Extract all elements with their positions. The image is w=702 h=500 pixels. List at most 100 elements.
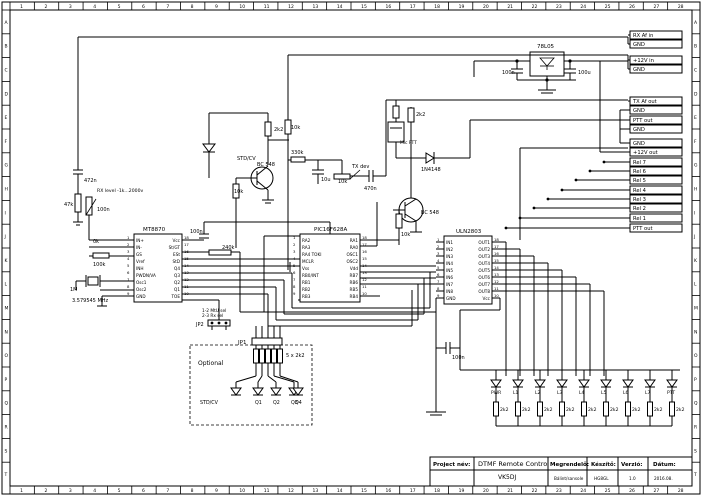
led-resistor-label: 2k2 xyxy=(588,407,597,413)
optional-label: Optional xyxy=(198,360,224,367)
column-index: 12 xyxy=(288,4,294,10)
connector-pin-label: GND xyxy=(633,42,645,48)
tb-date: 2016.08. xyxy=(654,476,673,481)
r-330k-label: 330k xyxy=(291,150,304,156)
column-index: 8 xyxy=(191,488,194,494)
column-index: 2 xyxy=(45,4,48,10)
mt-pin-name: IN- xyxy=(136,245,142,250)
column-index: 10 xyxy=(239,488,245,494)
column-index: 23 xyxy=(556,4,562,10)
tx-dev-label: TX dev xyxy=(351,164,369,170)
column-index: 3 xyxy=(69,4,72,10)
optional-resistor xyxy=(253,348,259,364)
pic-pin-name: RA2 xyxy=(302,238,311,243)
row-index: P xyxy=(694,377,697,383)
led-resistor-label: 2k2 xyxy=(610,407,619,413)
row-index: O xyxy=(5,353,9,359)
connector-pin-label: Rel 2 xyxy=(633,206,646,212)
connector-pin-label: Rel 5 xyxy=(633,178,646,184)
column-index: 1 xyxy=(20,488,23,494)
status-led-label: L5 xyxy=(601,390,607,396)
status-led xyxy=(490,379,502,388)
uln-pin-name: Vcc xyxy=(483,296,491,301)
pic-pin-name: Vss xyxy=(302,266,309,271)
tb-designer-label: Megrendelő: xyxy=(550,462,589,468)
uln-pin-name: OUT3 xyxy=(478,254,490,259)
mt-pin-name: Vref xyxy=(136,259,145,264)
uln-pin-name: OUT5 xyxy=(478,268,490,273)
jp2-note2: 2-3 Rx sel xyxy=(202,313,223,319)
rx-level-label: RX level -1k...2000v xyxy=(97,188,143,194)
row-index: B xyxy=(5,44,8,50)
uln-pin-name: IN7 xyxy=(446,282,453,287)
connector-pin-label: Rel 3 xyxy=(633,197,646,203)
mt-pin-name: GS xyxy=(136,252,142,257)
r-10k-d-label: 10k xyxy=(401,232,410,238)
connector-pin-label: GND xyxy=(633,127,645,133)
reg-cin-label: 100n xyxy=(502,70,515,76)
uln-pin-number: 18 xyxy=(494,237,499,242)
row-index: G xyxy=(5,163,9,169)
diode-label: 1N4148 xyxy=(421,167,441,173)
uln-pin-number: 6 xyxy=(437,272,440,277)
column-index: 15 xyxy=(361,488,367,494)
r-10k-b-label: 10k xyxy=(291,125,300,131)
ic-uln2803: ULN2803 IN11IN22IN33IN44IN55IN66IN77IN88… xyxy=(437,229,499,305)
pic-pin-number: 13 xyxy=(362,270,367,275)
mt-pin-name: Osc2 xyxy=(136,287,147,292)
row-index: T xyxy=(693,472,697,478)
column-index: 19 xyxy=(459,4,465,10)
uln-pin-name: IN8 xyxy=(446,289,453,294)
optional-resistor xyxy=(277,348,283,364)
column-index: 13 xyxy=(312,488,318,494)
column-index: 4 xyxy=(93,4,96,10)
uln-pin-name: OUT4 xyxy=(478,261,490,266)
mt-pin-name: INH xyxy=(136,266,144,271)
mt-pin-name: ESt xyxy=(173,252,180,257)
column-index: 7 xyxy=(166,4,169,10)
status-led-label: PTT xyxy=(667,390,675,396)
status-led xyxy=(622,379,634,388)
row-index: F xyxy=(694,139,697,145)
row-index: M xyxy=(5,306,9,312)
row-index: M xyxy=(694,306,698,312)
uln-pin-number: 4 xyxy=(437,258,440,263)
uln-pin-name: IN6 xyxy=(446,275,453,280)
status-led xyxy=(578,379,590,388)
led-resistor xyxy=(515,401,521,417)
jp2-note1: 1-2 MtU sel xyxy=(202,308,226,314)
column-index: 25 xyxy=(605,488,611,494)
ic-mt8870: MT8870 IN+1IN-2GS3Vref4INH5PWDN/VA6Osc17… xyxy=(127,227,189,303)
optional-resistor xyxy=(265,348,271,364)
optional-led-label: Q2 xyxy=(273,400,280,406)
mt-pin-name: Vcc xyxy=(173,238,181,243)
jp2-label: JP2 xyxy=(195,322,204,328)
column-index: 5 xyxy=(118,4,121,10)
bottom-led-row: PWR2k2L12k2L22k2L32k2L42k2L52k2L62k2L72k… xyxy=(490,370,685,427)
connector-pin-label: GND xyxy=(633,108,645,114)
status-led xyxy=(666,379,678,388)
reg-cout-label: 100u xyxy=(578,70,591,76)
r-2k2-b-label: 2k2 xyxy=(416,112,425,118)
mt-pin-number: 4 xyxy=(127,256,130,261)
tb-version-label: Verzió: xyxy=(621,461,642,468)
pic-pin-name: RB3 xyxy=(302,294,311,299)
pic-pin-name: RB5 xyxy=(350,287,359,292)
column-index: 18 xyxy=(434,4,440,10)
r-240k-label: 240k xyxy=(222,245,235,251)
r-47k-label: 47k xyxy=(64,202,73,208)
pic-pin-name: RA4 TOKI xyxy=(302,252,321,257)
column-index: 24 xyxy=(580,4,586,10)
row-index: G xyxy=(694,163,698,169)
uln-output-routing xyxy=(436,160,628,376)
uln-pin-number: 2 xyxy=(437,244,440,249)
c-100n-b-label: 100n xyxy=(452,355,465,361)
uln-pin-name: IN2 xyxy=(446,247,453,252)
mt-pin-number: 1 xyxy=(127,235,130,240)
